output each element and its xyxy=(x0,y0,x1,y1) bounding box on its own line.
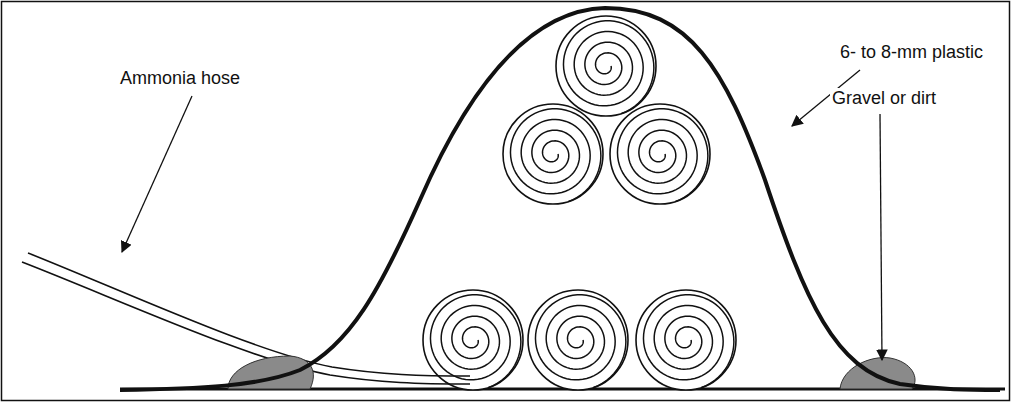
hay-bale xyxy=(528,290,628,390)
bale-outline xyxy=(556,16,656,116)
hay-bales xyxy=(423,16,736,390)
hay-bale xyxy=(610,104,710,204)
bale-spiral xyxy=(510,109,600,202)
bale-outline xyxy=(503,104,603,204)
callout-label: 6- to 8-mm plastic xyxy=(838,42,985,64)
hay-bale xyxy=(556,16,656,116)
bale-outline xyxy=(636,290,736,390)
callout-label: Gravel or dirt xyxy=(830,88,938,110)
plastic-cover xyxy=(120,8,1000,390)
bale-outline xyxy=(610,104,710,204)
bale-outline xyxy=(528,290,628,390)
bale-spiral xyxy=(430,295,520,388)
hay-bale xyxy=(636,290,736,390)
leader-line xyxy=(880,114,882,360)
bale-spiral xyxy=(643,295,733,388)
bale-spiral xyxy=(563,21,653,114)
bale-spiral xyxy=(617,109,707,202)
hay-bale xyxy=(503,104,603,204)
bale-spiral xyxy=(535,295,625,388)
callout-label: Ammonia hose xyxy=(118,68,242,90)
ammonia-hose xyxy=(28,253,470,376)
leader-line xyxy=(122,96,192,252)
